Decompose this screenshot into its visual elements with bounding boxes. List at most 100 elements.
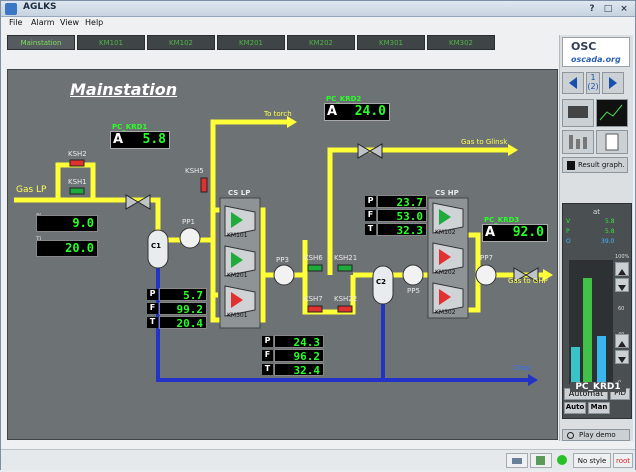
readout-v-value: 5.8 <box>605 218 615 225</box>
faceplate-controller-name: PC_KRD1 <box>570 382 626 392</box>
document-icon <box>605 133 619 151</box>
c1-f-letter: F <box>147 303 158 314</box>
menu-alarm[interactable]: Alarm <box>31 18 55 27</box>
man-button[interactable]: Man <box>588 402 610 414</box>
next-page-button[interactable] <box>602 72 624 94</box>
pc-krd2-value: 24.0 <box>354 104 386 119</box>
km302-label: KM302 <box>435 309 456 316</box>
readout-p-letter: P <box>566 228 570 235</box>
maximize-button[interactable]: □ <box>603 4 613 14</box>
pp1-label: PP1 <box>182 218 195 226</box>
ksh7-label: KSH7 <box>304 295 323 303</box>
out-up-button[interactable] <box>615 334 629 348</box>
tab-km302[interactable]: KM302 <box>427 35 495 50</box>
c1-label: C1 <box>151 242 162 250</box>
mnemo-view-button[interactable] <box>562 99 594 127</box>
readout-o-value: 39.0 <box>601 238 615 245</box>
c1-t-value: 20.4 <box>159 316 207 330</box>
pp3-label: PP3 <box>276 256 289 264</box>
auto-button[interactable]: Auto <box>564 402 586 414</box>
app-icon <box>5 3 17 15</box>
tab-km101[interactable]: KM101 <box>77 35 145 50</box>
bars-icon <box>569 135 587 149</box>
title-bar: AGLKS ? □ × <box>1 1 635 17</box>
drop-pipe <box>156 263 528 382</box>
play-demo-label: Play demo <box>579 431 616 439</box>
ksh1-label: KSH1 <box>68 178 87 186</box>
trend-view-button[interactable] <box>596 99 628 127</box>
logo-url: oscada.org <box>571 55 621 64</box>
triangle-down-icon <box>618 357 626 363</box>
play-icon <box>567 432 574 439</box>
ksh5-label: KSH5 <box>185 167 204 175</box>
faceplate-at-label: at <box>593 208 601 216</box>
gas-to-ghp-label: Gas to GHP <box>508 277 548 285</box>
pc-krd3-mode: A <box>485 225 496 240</box>
c1-p-value: 5.7 <box>159 288 207 302</box>
export-button[interactable] <box>530 453 552 468</box>
side-panel: OSC oscada.org 1 (2) Result graph. at V … <box>559 35 633 441</box>
connection-status <box>554 453 570 468</box>
close-button[interactable]: × <box>620 4 628 14</box>
out-down-button[interactable] <box>615 350 629 364</box>
km202-label: KM202 <box>435 269 456 276</box>
user-indicator[interactable]: root <box>613 453 633 468</box>
play-demo-button[interactable]: Play demo <box>562 429 630 441</box>
gas-to-glinsk-label: Gas to Glinsk <box>461 138 508 146</box>
mid-f-letter: F <box>262 350 273 361</box>
pc-krd1-indicator[interactable]: A 5.8 <box>110 131 170 149</box>
ksh6-label: KSH6 <box>304 254 323 262</box>
ksh21-label: KSH21 <box>334 254 358 262</box>
menu-help[interactable]: Help <box>85 18 104 27</box>
logo-text: OSC <box>571 40 597 53</box>
pc-krd2-indicator[interactable]: A 24.0 <box>324 103 390 121</box>
docs-view-button[interactable] <box>596 130 628 154</box>
out-bar <box>597 336 606 384</box>
gas-lp-label: Gas LP <box>16 185 47 195</box>
readout-o-letter: O <box>566 238 571 245</box>
tab-mainstation[interactable]: Mainstation <box>7 35 75 50</box>
menu-view[interactable]: View <box>60 18 79 27</box>
hp-f-value: 53.0 <box>377 209 427 223</box>
menu-file[interactable]: File <box>9 18 23 27</box>
scale-100: 100% <box>615 254 630 260</box>
km301-label: KM301 <box>227 312 248 319</box>
pc-krd2-mode: A <box>327 104 338 119</box>
mid-f-value: 96.2 <box>274 349 324 363</box>
pv-bar <box>571 347 580 384</box>
result-graph-button[interactable]: Result graph. <box>562 157 628 173</box>
sp-up-button[interactable] <box>615 262 629 276</box>
group-view-button[interactable] <box>562 130 594 154</box>
status-bar: No style root <box>1 449 635 470</box>
graph-icon <box>567 161 575 170</box>
screen-title: Mainstation <box>70 80 178 99</box>
print-button[interactable] <box>506 453 528 468</box>
hp-p-letter: P <box>365 196 376 207</box>
style-selector[interactable]: No style <box>573 453 611 468</box>
pc-krd3-indicator[interactable]: A 92.0 <box>482 224 548 242</box>
drop-label: Drop <box>514 364 531 372</box>
help-window-button[interactable]: ? <box>589 4 595 14</box>
sp-down-button[interactable] <box>615 278 629 292</box>
km201-label: KM201 <box>227 272 248 279</box>
pc-krd1-title: PC_KRD1 <box>112 123 148 131</box>
tab-km201[interactable]: KM201 <box>217 35 285 50</box>
page-current: 1 <box>590 73 596 82</box>
to-torch-label: To torch <box>264 110 292 118</box>
pc-krd1-mode: A <box>113 132 124 147</box>
tab-km301[interactable]: KM301 <box>357 35 425 50</box>
pc-krd2-title: PC_KRD2 <box>326 95 362 103</box>
menu-bar: File Alarm View Help <box>1 17 635 31</box>
prev-page-button[interactable] <box>562 72 584 94</box>
tab-km102[interactable]: KM102 <box>147 35 215 50</box>
printer-icon <box>512 458 522 464</box>
c1-p-letter: P <box>147 289 158 300</box>
ksh2-label: KSH2 <box>68 150 87 158</box>
triangle-down-icon <box>618 285 626 291</box>
pc-krd1-value: 5.8 <box>142 132 166 147</box>
c1-f-value: 99.2 <box>159 302 207 316</box>
triangle-up-icon <box>618 341 626 347</box>
tab-km202[interactable]: KM202 <box>287 35 355 50</box>
oscada-logo[interactable]: OSC oscada.org <box>562 37 630 67</box>
